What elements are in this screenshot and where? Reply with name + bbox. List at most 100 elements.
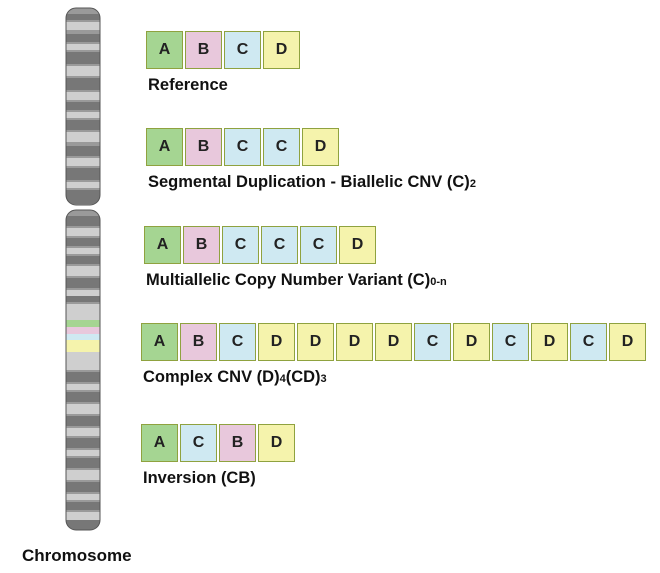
segment-block-d: D xyxy=(302,128,339,166)
chromosome-band xyxy=(66,102,100,110)
chromosome-band xyxy=(66,182,100,188)
chromosome-band xyxy=(66,296,100,302)
chromosome-p-arm xyxy=(66,8,100,205)
row-label: Inversion (CB) xyxy=(143,469,295,488)
row-label-subscript: 3 xyxy=(320,373,327,385)
chromosome-band xyxy=(66,372,100,382)
segment-block-c: C xyxy=(570,323,607,361)
chromosome-band xyxy=(66,34,100,42)
row-label: Multiallelic Copy Number Variant (C)0-n xyxy=(146,271,447,290)
chromosome-band xyxy=(66,352,100,362)
row-label-subscript: 4 xyxy=(279,373,286,385)
chromosome-band xyxy=(66,450,100,456)
segment-block-c: C xyxy=(492,323,529,361)
chromosome-band xyxy=(66,278,100,288)
chromosome-band xyxy=(66,132,100,142)
chromosome-band xyxy=(66,428,100,436)
chromosome-q-arm xyxy=(66,210,100,530)
segment-block-c: C xyxy=(224,31,261,69)
segment-block-a: A xyxy=(144,226,181,264)
segment-block-d: D xyxy=(453,323,490,361)
segment-block-d: D xyxy=(336,323,373,361)
segment-block-a: A xyxy=(141,323,178,361)
chromosome-band xyxy=(66,146,100,156)
chromosome-band xyxy=(66,120,100,130)
chromosome-band-a xyxy=(66,320,100,327)
segment-block-d: D xyxy=(339,226,376,264)
chromosome-band xyxy=(66,392,100,402)
segment-block-a: A xyxy=(141,424,178,462)
segment-block-b: B xyxy=(219,424,256,462)
chromosome-band xyxy=(66,216,100,226)
chromosome-band xyxy=(66,494,100,500)
chromosome-band xyxy=(66,44,100,50)
segment-block-d: D xyxy=(531,323,568,361)
chromosome-band xyxy=(66,482,100,492)
segment-block-b: B xyxy=(183,226,220,264)
chromosome-band xyxy=(66,52,100,64)
row-label: Complex CNV (D)4(CD)3 xyxy=(143,368,646,387)
chromosome-band xyxy=(66,228,100,236)
row-label-text: Inversion (CB) xyxy=(143,469,256,487)
chromosome-band xyxy=(66,362,100,370)
chromosome-band-b xyxy=(66,327,100,334)
chromosome-q-outline xyxy=(65,209,101,531)
segment-block-b: B xyxy=(185,128,222,166)
row-label-text: Reference xyxy=(148,76,228,94)
segment-block-c: C xyxy=(414,323,451,361)
row-label-subscript: 0-n xyxy=(430,276,447,288)
chromosome-band xyxy=(66,266,100,276)
chromosome-band xyxy=(66,312,100,320)
chromosome-band xyxy=(66,520,100,530)
chromosome-band xyxy=(66,22,100,30)
chromosome-band-d xyxy=(66,340,100,352)
chromosome-band xyxy=(66,92,100,100)
row-label-text: (CD) xyxy=(285,368,321,386)
chromosome-band xyxy=(66,290,100,296)
chromosome-ideogram xyxy=(65,7,101,531)
chromosome-band xyxy=(66,304,100,312)
chromosome-band xyxy=(66,384,100,390)
segment-block-c: C xyxy=(180,424,217,462)
segment-block-c: C xyxy=(300,226,337,264)
row-label-text: Multiallelic Copy Number Variant (C) xyxy=(146,271,431,289)
chromosome-band xyxy=(66,168,100,180)
segment-block-b: B xyxy=(185,31,222,69)
segment-block-d: D xyxy=(297,323,334,361)
chromosome-band-c xyxy=(66,334,100,340)
chromosome-band xyxy=(66,158,100,166)
row-label-subscript: 2 xyxy=(469,178,476,190)
chromosome-band xyxy=(66,502,100,510)
chromosome-band xyxy=(66,416,100,426)
row-label: Reference xyxy=(148,76,300,95)
chromosome-band xyxy=(66,66,100,76)
segment-block-c: C xyxy=(219,323,256,361)
chromosome-band xyxy=(66,248,100,254)
row-label: Segmental Duplication - Biallelic CNV (C… xyxy=(148,173,476,192)
chromosome-band xyxy=(66,256,100,264)
segment-block-c: C xyxy=(222,226,259,264)
segment-block-d: D xyxy=(609,323,646,361)
segment-block-c: C xyxy=(224,128,261,166)
chromosome-band xyxy=(66,112,100,118)
chromosome-p-outline xyxy=(65,7,101,206)
chromosome-band xyxy=(66,458,100,468)
chromosome-label: Chromosome xyxy=(22,546,132,565)
segment-block-d: D xyxy=(263,31,300,69)
segment-block-c: C xyxy=(261,226,298,264)
chromosome-band xyxy=(66,438,100,448)
segment-block-d: D xyxy=(258,323,295,361)
segment-block-a: A xyxy=(146,31,183,69)
row-label-text: Segmental Duplication - Biallelic CNV (C… xyxy=(148,173,470,191)
segment-block-d: D xyxy=(375,323,412,361)
segment-block-b: B xyxy=(180,323,217,361)
row-label-text: Complex CNV (D) xyxy=(143,368,280,386)
